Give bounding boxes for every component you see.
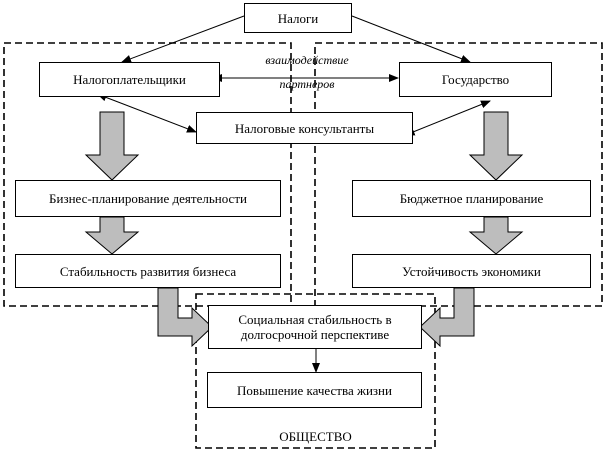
- life-quality-box: Повышение качества жизни: [207, 372, 422, 408]
- social-stability-box: Социальная стабильность в долгосрочной п…: [208, 305, 422, 349]
- consultants-state-arrow: [404, 100, 491, 136]
- budget-to-economy-arrow: [468, 216, 524, 255]
- business-planning-to-stability-arrow: [84, 216, 140, 255]
- business-planning-box: Бизнес-планирование деятельности: [15, 180, 281, 217]
- society-label: ОБЩЕСТВО: [279, 429, 352, 444]
- taxes-box: Налоги: [244, 3, 352, 33]
- state-box: Государство: [399, 62, 552, 97]
- taxpayers-to-business-planning-arrow: [84, 111, 140, 181]
- budget-planning-box: Бюджетное планирование: [352, 180, 591, 217]
- interaction-label: взаимодействие партнеров: [232, 53, 382, 91]
- business-region: [3, 42, 292, 307]
- society-region: [195, 293, 436, 449]
- taxpayers-box: Налогоплательщики: [39, 62, 220, 97]
- taxpayers-consultants-arrow: [96, 93, 197, 133]
- business-to-social-arrow: [157, 287, 213, 348]
- business-stability-box: Стабильность развития бизнеса: [15, 254, 281, 288]
- interaction-label-line1: взаимодействие: [265, 53, 349, 67]
- state-to-budget-planning-arrow: [468, 111, 524, 181]
- taxes-to-state-arrow: [351, 15, 471, 63]
- taxes-to-taxpayers-arrow: [121, 15, 245, 63]
- economy-stability-box: Устойчивость экономики: [352, 254, 591, 288]
- economy-to-social-arrow: [419, 287, 475, 348]
- consultants-box: Налоговые консультанты: [196, 112, 413, 144]
- interaction-label-line2: партнеров: [279, 77, 335, 91]
